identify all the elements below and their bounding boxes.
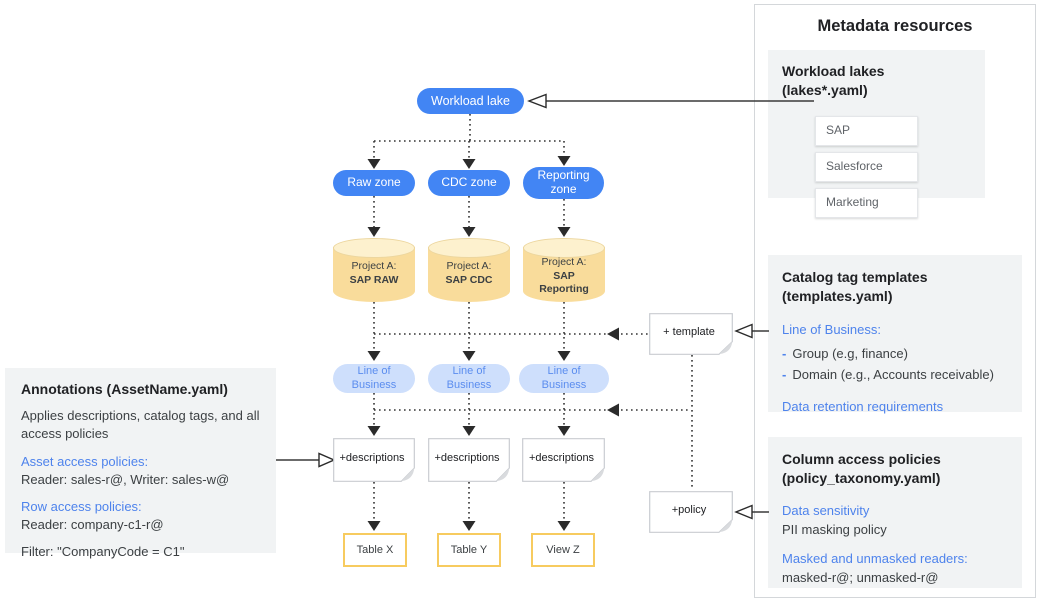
policy-note: +policy <box>649 491 733 533</box>
project-line1: Project A: <box>541 256 587 268</box>
catalog-title-line2: (templates.yaml) <box>782 287 893 304</box>
annotations-body: Applies descriptions, catalog tags, and … <box>21 407 260 442</box>
row-policies-value: Reader: company-c1-r@ <box>21 517 164 533</box>
lake-card-marketing: Marketing <box>815 187 918 218</box>
project-line2: SAP CDC <box>445 273 493 286</box>
catalog-bullet: - Domain (e.g., Accounts receivable) <box>782 364 1008 385</box>
table-node-x: Table X <box>343 533 407 567</box>
lake-card-label: Marketing <box>826 194 879 209</box>
template-note: + template <box>649 313 733 355</box>
column-policies-section: Column access policies (policy_taxonomy.… <box>768 437 1022 588</box>
cylinder-top <box>523 238 605 258</box>
lob-pill-2: Line of Business <box>428 364 510 393</box>
readers-value: masked-r@; unmasked-r@ <box>782 570 939 586</box>
cylinder-top <box>333 238 415 258</box>
catalog-templates-section: Catalog tag templates (templates.yaml) L… <box>768 255 1022 415</box>
zone-pill-raw: Raw zone <box>333 170 415 196</box>
project-line2: SAP RAW <box>349 273 399 286</box>
table-label: Table Y <box>450 544 488 556</box>
lake-card-sap: SAP <box>815 115 918 146</box>
descriptions-label: +descriptions <box>528 452 595 464</box>
asset-policies-heading: Asset access policies: <box>21 453 149 469</box>
view-node-z: View Z <box>531 533 595 567</box>
project-line1: Project A: <box>446 260 492 272</box>
workload-lakes-section: Workload lakes (lakes*.yaml) SAP Salesfo… <box>768 50 985 218</box>
project-cylinder-sap-raw: Project A:SAP RAW <box>333 238 415 302</box>
note-shape <box>649 313 733 355</box>
project-cylinder-sap-reporting: Project A:SAP Reporting <box>523 238 605 302</box>
note-shape <box>649 491 733 533</box>
policy-label: +policy <box>671 504 707 516</box>
lake-card-label: SAP <box>826 122 851 137</box>
policies-title-line1: Column access policies <box>782 451 941 467</box>
workload-lakes-title: Workload lakes (lakes*.yaml) <box>782 63 885 98</box>
lob-label: Line of Business <box>446 364 492 391</box>
template-label: + template <box>663 326 715 338</box>
filter-value: Filter: "CompanyCode = C1" <box>21 543 185 559</box>
lob-heading: Line of Business: <box>782 321 882 337</box>
descriptions-note-3: +descriptions <box>522 438 605 482</box>
bullet-text: Domain (e.g., Accounts receivable) <box>792 366 994 382</box>
note-shape <box>522 438 605 482</box>
project-line2: SAP Reporting <box>539 269 589 296</box>
zone-pill-reporting: Reporting zone <box>523 167 604 199</box>
retention-heading: Data retention requirements <box>782 399 944 415</box>
descriptions-label: +descriptions <box>339 452 405 464</box>
policies-title-line2: (policy_taxonomy.yaml) <box>782 469 941 486</box>
zone-label: Raw zone <box>347 175 401 190</box>
row-policies-heading: Row access policies: <box>21 498 142 514</box>
readers-heading: Masked and unmasked readers: <box>782 551 968 567</box>
table-label: View Z <box>546 544 580 556</box>
zone-pill-cdc: CDC zone <box>428 170 510 196</box>
note-shape <box>333 438 415 482</box>
lob-label: Line of Business <box>351 364 397 391</box>
table-node-y: Table Y <box>437 533 501 567</box>
bullet-marker: - <box>782 366 787 382</box>
annotations-title: Annotations (AssetName.yaml) <box>21 381 228 397</box>
table-label: Table X <box>356 544 394 556</box>
descriptions-note-2: +descriptions <box>428 438 510 482</box>
project-cylinder-sap-cdc: Project A:SAP CDC <box>428 238 510 302</box>
annotations-panel: Annotations (AssetName.yaml) Applies des… <box>5 368 276 559</box>
workload-lake-pill: Workload lake <box>417 88 524 114</box>
sensitivity-value: PII masking policy <box>782 521 887 537</box>
bullet-text: Group (e.g, finance) <box>792 345 908 361</box>
zone-label: Reporting zone <box>537 168 590 196</box>
note-shape <box>428 438 510 482</box>
metadata-panel-title: Metadata resources <box>817 17 973 35</box>
catalog-title-line1: Catalog tag templates <box>782 269 928 285</box>
asset-policies-value: Reader: sales-r@, Writer: sales-w@ <box>21 472 230 488</box>
lob-label: Line of Business <box>541 364 587 391</box>
lake-card-salesforce: Salesforce <box>815 151 918 182</box>
descriptions-label: +descriptions <box>434 452 500 464</box>
descriptions-note-1: +descriptions <box>333 438 415 482</box>
catalog-bullet: - Group (e.g, finance) <box>782 343 1008 364</box>
sensitivity-heading: Data sensitivity <box>782 502 870 518</box>
lake-card-label: Salesforce <box>826 158 883 173</box>
bullet-marker: - <box>782 345 787 361</box>
lob-pill-1: Line of Business <box>333 364 415 393</box>
cylinder-top <box>428 238 510 258</box>
project-line1: Project A: <box>351 260 397 272</box>
zone-label: CDC zone <box>441 175 497 190</box>
workload-lake-label: Workload lake <box>431 93 510 108</box>
lob-pill-3: Line of Business <box>519 364 609 393</box>
